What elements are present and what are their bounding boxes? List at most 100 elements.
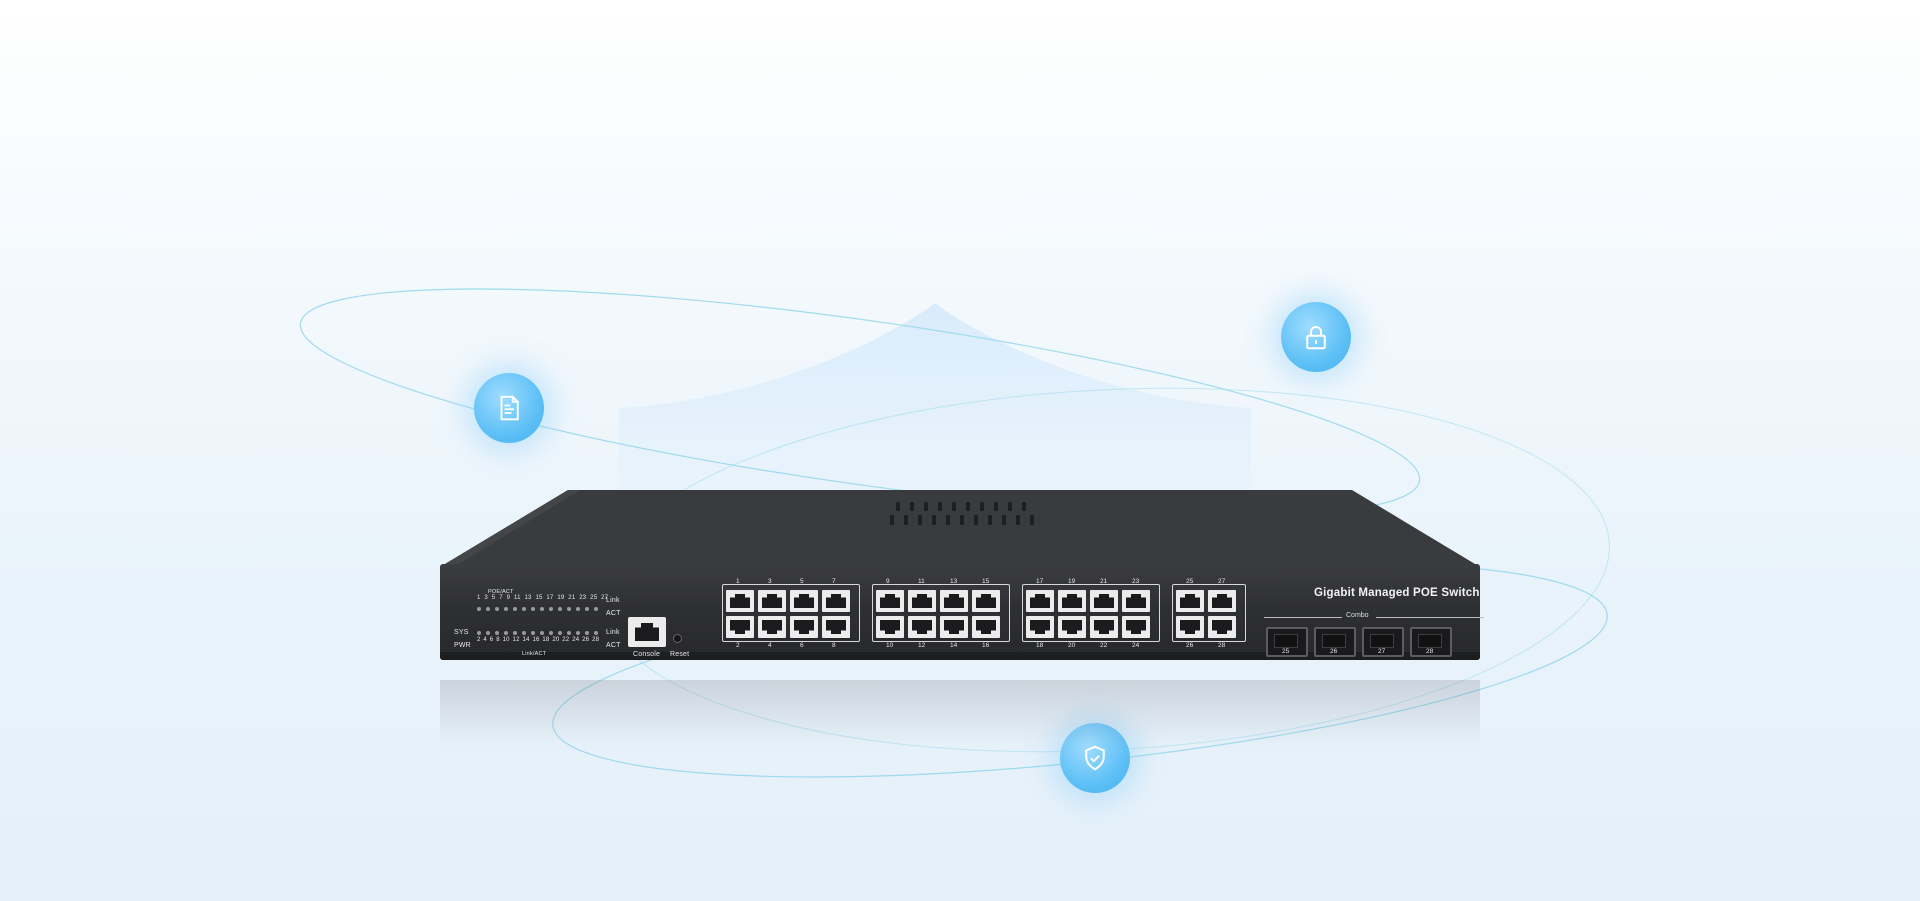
rj45-port[interactable] — [876, 616, 904, 638]
console-label: Console — [633, 651, 661, 658]
rj45-port[interactable] — [758, 616, 786, 638]
port-number-bottom: 6 — [800, 642, 804, 649]
port-number-top: 19 — [1068, 578, 1076, 585]
led-numbers-top: 1 3 5 7 9 11 13 15 17 19 21 23 25 27 — [477, 595, 609, 601]
rj45-port[interactable] — [822, 590, 850, 612]
rj45-port[interactable] — [876, 590, 904, 612]
shield-check-icon — [1060, 723, 1130, 793]
rj45-port[interactable] — [726, 616, 754, 638]
combo-line-right — [1376, 617, 1484, 618]
port-number-top: 23 — [1132, 578, 1140, 585]
led-header-bottom: Link/ACT — [522, 651, 547, 657]
lock-icon — [1281, 302, 1351, 372]
led-numbers-bottom: 2 4 6 8 10 12 14 16 18 20 22 24 26 28 — [477, 637, 600, 643]
rj45-port[interactable] — [790, 616, 818, 638]
rj45-port[interactable] — [1208, 590, 1236, 612]
port-number-top: 9 — [886, 578, 890, 585]
port-number-top: 27 — [1218, 578, 1226, 585]
port-number-bottom: 18 — [1036, 642, 1044, 649]
port-block — [1172, 584, 1246, 642]
sfp-number: 26 — [1330, 648, 1338, 655]
rj45-port[interactable] — [822, 616, 850, 638]
rj45-port[interactable] — [1208, 616, 1236, 638]
rj45-port[interactable] — [1058, 616, 1086, 638]
reset-label: Reset — [670, 651, 690, 658]
model-label: Gigabit Managed POE Switch — [1314, 587, 1480, 599]
rj45-port[interactable] — [1026, 590, 1054, 612]
link-label-top: Link — [606, 597, 620, 604]
port-number-bottom: 8 — [832, 642, 836, 649]
combo-line-left — [1264, 617, 1342, 618]
port-number-top: 11 — [918, 578, 925, 585]
link-label-bottom: Link — [606, 629, 620, 636]
rj45-port[interactable] — [940, 616, 968, 638]
rj45-port[interactable] — [726, 590, 754, 612]
rj45-port[interactable] — [940, 590, 968, 612]
port-number-bottom: 16 — [982, 642, 990, 649]
port-number-bottom: 20 — [1068, 642, 1076, 649]
sfp-port[interactable] — [1410, 627, 1452, 657]
port-number-bottom: 26 — [1186, 642, 1194, 649]
vent-holes — [890, 502, 1034, 525]
port-number-top: 3 — [768, 578, 772, 585]
port-block — [722, 584, 860, 642]
rj45-port[interactable] — [908, 590, 936, 612]
switch-reflection — [440, 680, 1480, 760]
sfp-number: 28 — [1426, 648, 1434, 655]
pwr-label: PWR — [454, 642, 471, 649]
combo-label: Combo — [1346, 612, 1369, 619]
house-shape — [619, 303, 1251, 495]
sfp-port[interactable] — [1362, 627, 1404, 657]
port-number-bottom: 4 — [768, 642, 772, 649]
network-switch: POE/ACT 1 3 5 7 9 11 13 15 17 19 21 23 2… — [440, 488, 1484, 673]
act-label-top: ACT — [606, 610, 621, 617]
console-port[interactable] — [628, 617, 666, 647]
port-number-bottom: 14 — [950, 642, 958, 649]
rj45-port[interactable] — [790, 590, 818, 612]
led-row-bottom — [477, 631, 598, 637]
orbit-ring-upper — [299, 288, 1421, 516]
port-number-top: 25 — [1186, 578, 1194, 585]
rj45-port[interactable] — [972, 616, 1000, 638]
rj45-port[interactable] — [1090, 590, 1118, 612]
rj45-port[interactable] — [758, 590, 786, 612]
port-number-top: 1 — [736, 578, 740, 585]
sfp-number: 27 — [1378, 648, 1386, 655]
port-number-top: 15 — [982, 578, 990, 585]
port-number-bottom: 22 — [1100, 642, 1108, 649]
front-bottom-edge — [440, 652, 1480, 660]
port-number-bottom: 12 — [918, 642, 926, 649]
led-header-top: POE/ACT — [488, 589, 514, 595]
port-block — [872, 584, 1010, 642]
port-number-top: 13 — [950, 578, 958, 585]
port-number-top: 5 — [800, 578, 804, 585]
port-number-top: 17 — [1036, 578, 1044, 585]
sys-label: SYS — [454, 629, 469, 636]
switch-top-panel — [440, 490, 1480, 567]
rj45-port[interactable] — [908, 616, 936, 638]
rj45-port[interactable] — [1122, 590, 1150, 612]
rj45-port[interactable] — [1176, 590, 1204, 612]
port-number-top: 7 — [832, 578, 836, 585]
port-number-bottom: 2 — [736, 642, 740, 649]
sfp-number: 25 — [1282, 648, 1290, 655]
port-number-bottom: 28 — [1218, 642, 1226, 649]
rj45-port[interactable] — [1026, 616, 1054, 638]
port-block — [1022, 584, 1160, 642]
rj45-port[interactable] — [972, 590, 1000, 612]
act-label-bottom: ACT — [606, 642, 621, 649]
port-number-bottom: 24 — [1132, 642, 1140, 649]
switch-front-panel — [440, 564, 1480, 660]
sfp-port[interactable] — [1314, 627, 1356, 657]
port-number-top: 21 — [1100, 578, 1108, 585]
rj45-port[interactable] — [1090, 616, 1118, 638]
document-icon — [474, 373, 544, 443]
reset-button[interactable] — [673, 634, 682, 643]
rj45-port[interactable] — [1176, 616, 1204, 638]
led-row-top — [477, 607, 598, 613]
rj45-port[interactable] — [1058, 590, 1086, 612]
sfp-port[interactable] — [1266, 627, 1308, 657]
rj45-port[interactable] — [1122, 616, 1150, 638]
